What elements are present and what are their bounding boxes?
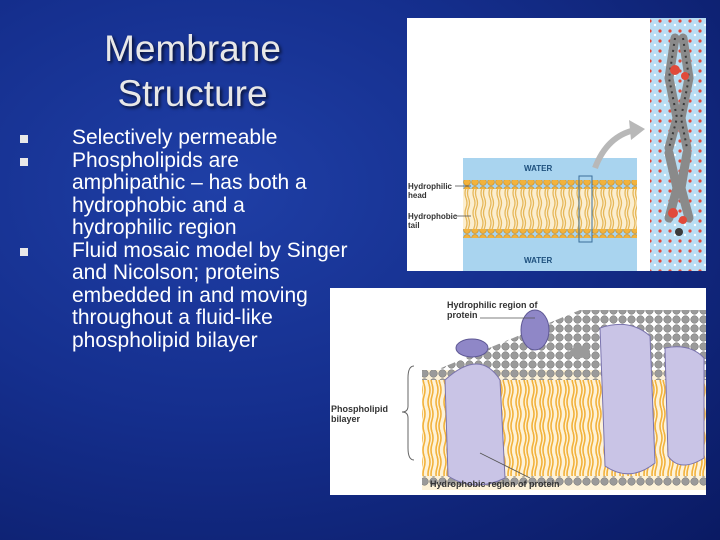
water-top-label: WATER (524, 164, 553, 173)
bilayer-bracket (401, 365, 415, 461)
bilayer-diagram (455, 18, 706, 271)
hydrophobic-region-label: Hydrophobic region of protein (430, 479, 560, 489)
peripheral-protein (520, 309, 550, 351)
bullet-item: Phospholipids are amphipathic – has both… (20, 148, 350, 240)
integral-protein (444, 363, 506, 486)
phospholipid-molecule-model (664, 33, 694, 236)
slide-title: Membrane Structure (104, 28, 281, 114)
integral-protein (664, 346, 705, 466)
square-bullet-icon (20, 157, 28, 166)
hydrophilic-region-label: Hydrophilic region of protein (447, 300, 538, 320)
hydrophobic-tail-label: Hydrophobic tail (408, 212, 458, 230)
selected-phospholipid-box (578, 175, 593, 243)
bullet-text: Phospholipids are amphipathic – has both… (72, 148, 307, 239)
square-bullet-icon (20, 135, 28, 143)
bullet-text: Fluid mosaic model by Singer and Nicolso… (72, 238, 348, 352)
fluid-mosaic-figure: Hydrophilic region of protein Phospholip… (330, 288, 706, 495)
square-bullet-icon (20, 247, 28, 256)
bilayer-water-figure: WATER WATER Hydrophilic head Hydrophobic… (407, 18, 706, 271)
bullet-item: Fluid mosaic model by Singer and Nicolso… (20, 238, 350, 353)
bullet-item: Selectively permeable (20, 126, 350, 150)
phospholipid-bilayer-label: Phospholipid bilayer (331, 404, 388, 424)
bullet-list: Selectively permeable Phospholipids are … (20, 126, 350, 353)
integral-protein (599, 323, 656, 475)
fluid-mosaic-diagram (401, 309, 706, 490)
upper-head-row (463, 180, 637, 189)
bullet-text: Selectively permeable (72, 126, 278, 149)
hydrophilic-head-label: Hydrophilic head (408, 182, 453, 200)
water-bottom-label: WATER (524, 256, 553, 265)
lower-head-row (463, 229, 637, 238)
